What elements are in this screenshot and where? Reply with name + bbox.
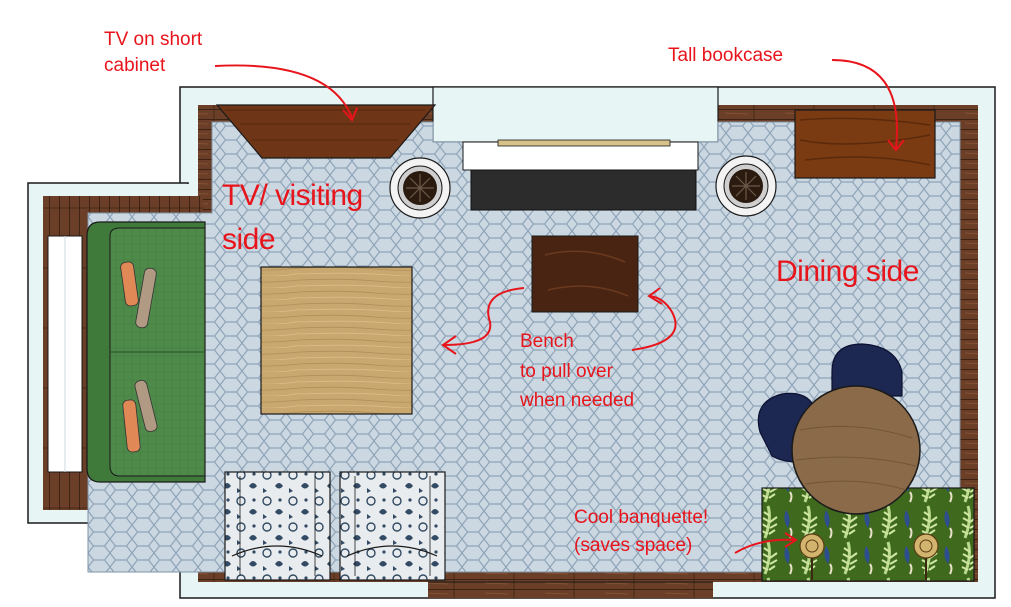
accent-chair-right [339, 471, 446, 581]
bench-label-1: Bench [520, 331, 574, 352]
side-table-left [389, 157, 451, 219]
tv-visiting-label-2: side [222, 223, 276, 256]
banquette-label-2: (saves space) [574, 535, 693, 556]
dining-chair [831, 343, 903, 397]
pillow [135, 267, 157, 329]
bench-label-2: to pull over [520, 361, 613, 382]
tv-cabinet [215, 104, 437, 159]
bench-arrow-left [441, 287, 525, 355]
wall-sconce-right [913, 533, 939, 580]
fireplace-wall [432, 86, 719, 143]
bookcase-arrow [831, 59, 905, 152]
coffee-table [260, 266, 413, 415]
tv [470, 169, 697, 211]
pillow [122, 399, 141, 453]
banquette-label-1: Cool banquette! [574, 507, 709, 528]
tv-cabinet-label-2: cabinet [104, 55, 166, 76]
tv-cabinet-label-1: TV on short [104, 29, 203, 50]
side-table-right [715, 155, 777, 217]
pillow [134, 379, 158, 433]
sofa [86, 221, 206, 483]
bench-arrow-right [631, 287, 677, 351]
bench [531, 235, 639, 313]
banquette-arrow [734, 532, 798, 554]
dining-table [791, 385, 921, 515]
tv-cabinet-arrow [214, 64, 358, 122]
pillow [120, 261, 139, 307]
mantel [462, 141, 699, 171]
tall-bookcase-label: Tall bookcase [668, 45, 784, 66]
dining-side-label: Dining side [776, 255, 919, 288]
area-rug [87, 121, 961, 573]
wall-sconce-left [799, 533, 825, 580]
bench-label-3: when needed [520, 390, 635, 411]
accent-chair-left [224, 471, 331, 581]
tv-visiting-label-1: TV/ visiting [222, 179, 363, 212]
